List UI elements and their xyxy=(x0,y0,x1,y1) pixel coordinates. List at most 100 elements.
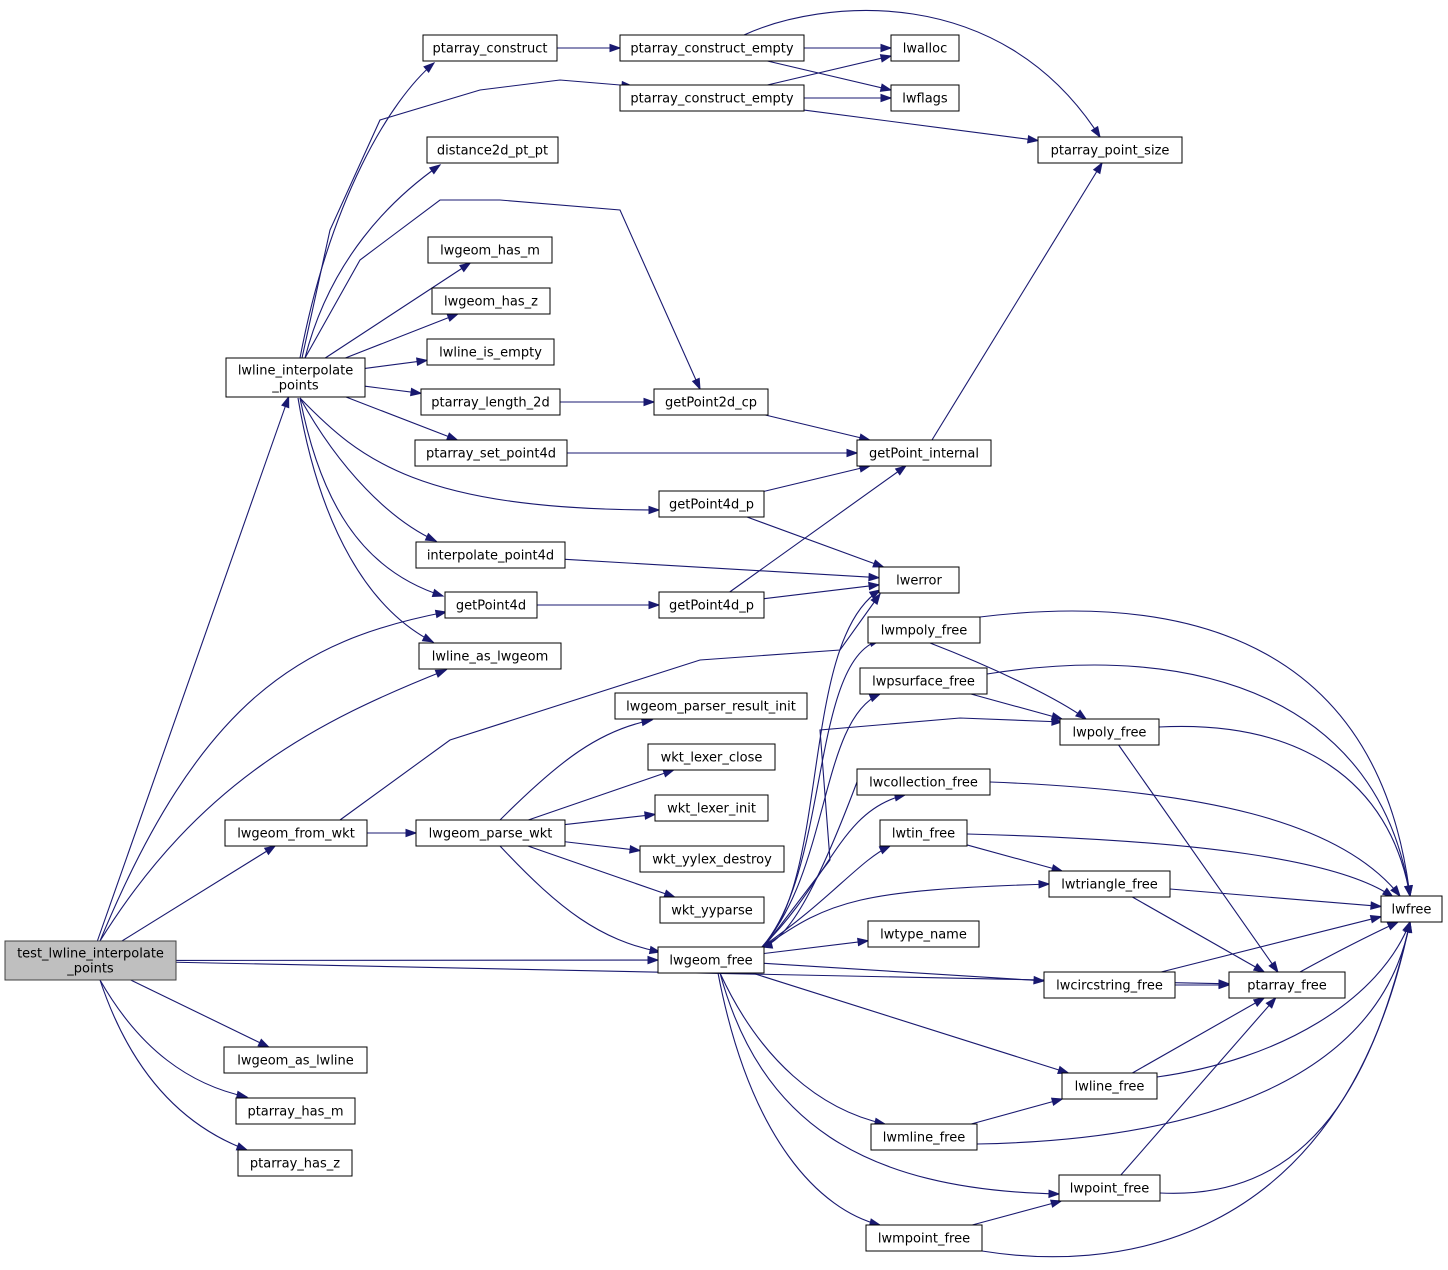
arrowhead-lwpoint-free-to-ptarray-free xyxy=(1265,996,1277,1009)
arrowhead-test-lwline-interpolate-points-to-lwline-interpolate-points xyxy=(281,395,290,409)
node-getpoint4d-p-2[interactable]: getPoint4d_p xyxy=(658,591,765,619)
node-lwgeom-parser-result-init[interactable]: lwgeom_parser_result_init xyxy=(614,692,808,720)
edge-getpoint2d-cp-to-getpoint-internal xyxy=(765,414,870,441)
edge-lwgeom-free-to-lwcircstring-free xyxy=(763,962,1045,982)
node-ptarray-construct-empty-2[interactable]: ptarray_construct_empty xyxy=(619,84,805,112)
node-label: getPoint_internal xyxy=(869,447,979,462)
arrowhead-lwgeom-parse-wkt-to-wkt-yyparse xyxy=(663,889,676,898)
node-lwgeom-free[interactable]: lwgeom_free xyxy=(657,946,765,974)
node-box xyxy=(867,920,980,948)
node-wkt-yylex-destroy[interactable]: wkt_yylex_destroy xyxy=(639,845,785,873)
node-label: lwline_interpolate xyxy=(238,364,353,379)
node-lwgeom-parse-wkt[interactable]: lwgeom_parse_wkt xyxy=(415,819,566,847)
node-label: lwtriangle_free xyxy=(1061,878,1158,893)
edge-getpoint4d-p-2-to-lwerror xyxy=(763,584,880,600)
edge-getpoint-internal-to-ptarray-point-size xyxy=(931,162,1103,441)
node-label: lwcircstring_free xyxy=(1056,979,1163,994)
node-lwline-free[interactable]: lwline_free xyxy=(1061,1072,1158,1100)
node-ptarray-construct[interactable]: ptarray_construct xyxy=(422,34,558,62)
arrowhead-getpoint4d-p-1-to-lwerror xyxy=(872,559,885,568)
node-label: lwgeom_from_wkt xyxy=(237,827,355,842)
node-box xyxy=(1059,718,1160,746)
node-lwfree[interactable]: lwfree xyxy=(1380,895,1443,923)
node-lwcollection-free[interactable]: lwcollection_free xyxy=(856,768,991,796)
edge-test-lwline-interpolate-points-to-lwline-interpolate-points xyxy=(96,396,290,942)
node-lwmpoint-free[interactable]: lwmpoint_free xyxy=(865,1224,983,1252)
node-lwtype-name[interactable]: lwtype_name xyxy=(867,920,980,948)
edge-lwcollection-free-to-lwfree xyxy=(989,781,1401,897)
arrowhead-lwgeom-parse-wkt-to-wkt-lexer-init xyxy=(644,811,657,820)
node-wkt-lexer-close[interactable]: wkt_lexer_close xyxy=(647,743,776,771)
node-box xyxy=(224,819,368,847)
node-ptarray-has-z[interactable]: ptarray_has_z xyxy=(237,1149,353,1177)
node-label: wkt_lexer_init xyxy=(667,802,756,817)
node-distance2d-pt-pt[interactable]: distance2d_pt_pt xyxy=(426,136,559,164)
arrowhead-lwgeom-parse-wkt-to-wkt-lexer-close xyxy=(662,769,676,778)
node-lwtriangle-free[interactable]: lwtriangle_free xyxy=(1048,870,1171,898)
node-lwmline-free[interactable]: lwmline_free xyxy=(870,1123,978,1151)
node-getpoint4d[interactable]: getPoint4d xyxy=(444,591,538,619)
node-label: lwline_free xyxy=(1075,1080,1145,1095)
arrowhead-lwpsurface-free-to-lwpoly-free xyxy=(1050,712,1064,721)
edge-test-lwline-interpolate-points-to-ptarray-has-z xyxy=(99,979,248,1151)
node-label: wkt_yyparse xyxy=(671,904,752,919)
node-lwflags[interactable]: lwflags xyxy=(890,84,960,112)
edge-lwline-interpolate-points-to-distance2d-pt-pt xyxy=(304,164,441,359)
node-ptarray-free[interactable]: ptarray_free xyxy=(1228,971,1346,999)
arrowhead-lwmpoint-free-to-lwpoint-free xyxy=(1050,1199,1063,1208)
node-ptarray-length-2d[interactable]: ptarray_length_2d xyxy=(420,388,561,416)
node-box xyxy=(414,439,568,467)
node-label: lwmline_free xyxy=(883,1131,966,1146)
node-label: lwgeom_as_lwline xyxy=(237,1054,354,1069)
node-getpoint2d-cp[interactable]: getPoint2d_cp xyxy=(653,388,769,416)
node-box xyxy=(879,819,968,847)
node-lwcircstring-free[interactable]: lwcircstring_free xyxy=(1043,971,1176,999)
node-ptarray-construct-empty-1[interactable]: ptarray_construct_empty xyxy=(619,34,805,62)
edge-lwtriangle-free-to-lwfree xyxy=(1169,888,1382,908)
arrowhead-lwgeom-parse-wkt-to-wkt-yylex-destroy xyxy=(629,845,642,854)
node-ptarray-set-point4d[interactable]: ptarray_set_point4d xyxy=(414,439,568,467)
edge-lwcollection-free-to-lwgeom-free xyxy=(761,781,858,948)
edge-lwgeom-parse-wkt-to-wkt-yyparse xyxy=(527,845,675,898)
node-lwgeom-as-lwline[interactable]: lwgeom_as_lwline xyxy=(223,1046,368,1074)
node-lwpoint-free[interactable]: lwpoint_free xyxy=(1058,1174,1161,1202)
node-box xyxy=(4,940,177,981)
node-label: wkt_yylex_destroy xyxy=(652,853,772,868)
node-lwpsurface-free[interactable]: lwpsurface_free xyxy=(859,667,988,695)
edge-lwpoint-free-to-ptarray-free xyxy=(1120,997,1277,1176)
arrowhead-ptarray-construct-empty-1-to-ptarray-point-size xyxy=(1090,125,1101,139)
node-ptarray-has-m[interactable]: ptarray_has_m xyxy=(235,1097,356,1125)
node-getpoint4d-p-1[interactable]: getPoint4d_p xyxy=(658,490,765,518)
node-interpolate-point4d[interactable]: interpolate_point4d xyxy=(415,541,566,569)
node-wkt-lexer-init[interactable]: wkt_lexer_init xyxy=(654,794,769,822)
node-getpoint-internal[interactable]: getPoint_internal xyxy=(856,439,992,467)
node-lwgeom-from-wkt[interactable]: lwgeom_from_wkt xyxy=(224,819,368,847)
node-lwalloc[interactable]: lwalloc xyxy=(890,34,960,62)
node-lwgeom-has-z[interactable]: lwgeom_has_z xyxy=(431,287,551,315)
edge-lwline-interpolate-points-to-lwgeom-has-z xyxy=(345,313,458,359)
node-wkt-yyparse[interactable]: wkt_yyparse xyxy=(659,896,765,924)
edge-lwtriangle-free-to-ptarray-free xyxy=(1132,896,1265,973)
node-lwerror[interactable]: lwerror xyxy=(878,566,960,594)
arrowhead-ptarray-free-to-lwfree xyxy=(1386,921,1400,931)
node-lwline-interpolate-points[interactable]: lwline_interpolate_points xyxy=(225,357,366,398)
arrowhead-lwgeom-free-to-lwpsurface-free xyxy=(868,693,882,703)
node-label: lwpoint_free xyxy=(1070,1182,1150,1197)
edge-lwgeom-parse-wkt-to-wkt-lexer-close xyxy=(528,769,674,821)
node-label: lwpsurface_free xyxy=(872,675,975,690)
node-label: ptarray_free xyxy=(1247,979,1327,994)
node-lwpoly-free[interactable]: lwpoly_free xyxy=(1059,718,1160,746)
node-lwtin-free[interactable]: lwtin_free xyxy=(879,819,968,847)
arrowhead-getpoint4d-p-2-to-lwerror xyxy=(868,581,881,591)
edge-ptarray-free-to-lwfree xyxy=(1299,921,1399,973)
node-label: lwmpoly_free xyxy=(881,624,968,639)
node-test-lwline-interpolate-points[interactable]: test_lwline_interpolate_points xyxy=(4,940,177,981)
edge-lwgeom-free-to-lwerror xyxy=(761,589,881,948)
node-ptarray-point-size[interactable]: ptarray_point_size xyxy=(1037,136,1183,164)
node-lwmpoly-free[interactable]: lwmpoly_free xyxy=(867,616,981,644)
arrowhead-lwmpoly-free-to-lwpoly-free xyxy=(1074,709,1088,720)
node-lwline-is-empty[interactable]: lwline_is_empty xyxy=(426,338,555,366)
node-lwline-as-lwgeom[interactable]: lwline_as_lwgeom xyxy=(418,642,562,670)
node-lwgeom-has-m[interactable]: lwgeom_has_m xyxy=(427,236,553,264)
node-label: lwfree xyxy=(1392,903,1432,918)
